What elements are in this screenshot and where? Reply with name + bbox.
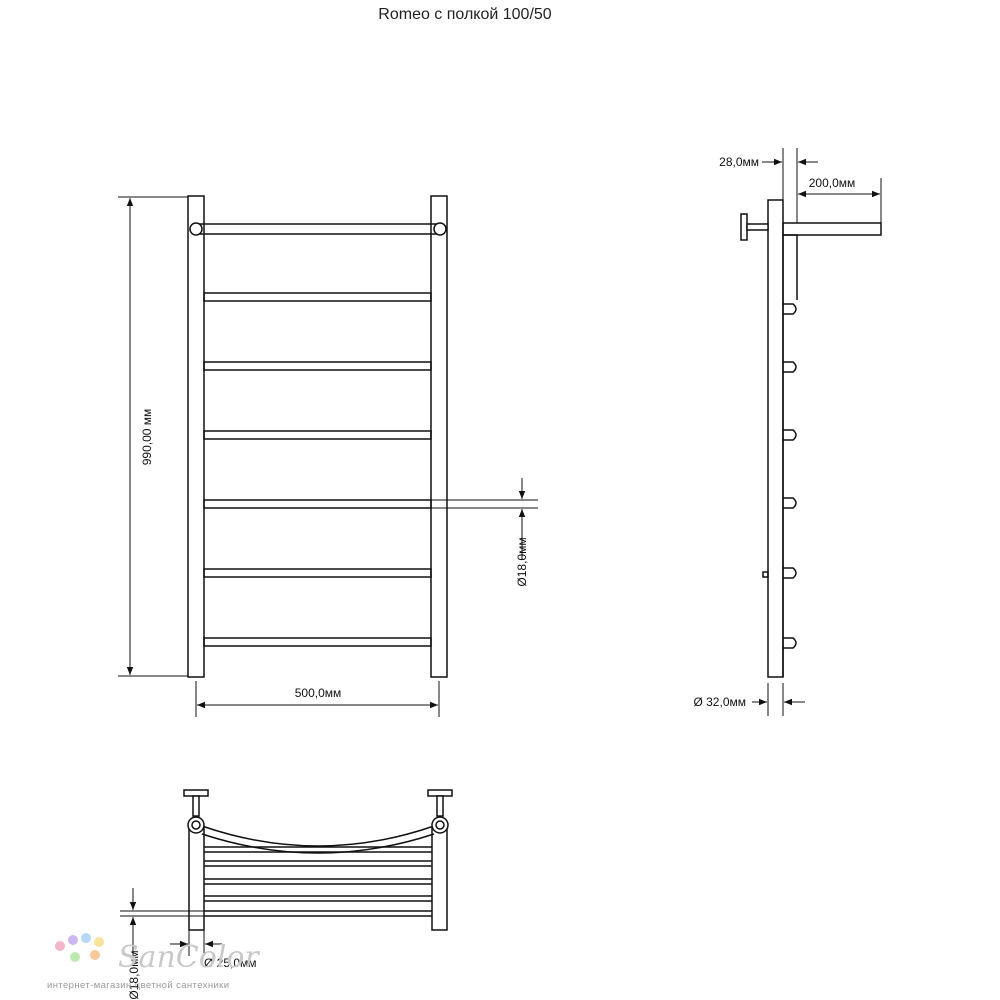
top-left-mount-plate: [183, 789, 209, 797]
logo-dot: [70, 952, 80, 962]
rung-5: [203, 568, 432, 578]
pipe-diameter-label: Ø 32,0мм: [693, 695, 746, 709]
logo-dot: [81, 933, 91, 943]
watermark-brand: SanColor: [118, 940, 260, 975]
top-right-mount-plate: [427, 789, 453, 797]
rung-2: [203, 361, 432, 371]
height-label: 990,00 мм: [140, 409, 154, 466]
top-left-mount-joint: [187, 816, 205, 834]
shelf-mount-right: [433, 222, 447, 236]
top-mount-diameter-label: Ø 25,0мм: [204, 956, 257, 970]
top-shelf-curve: [201, 825, 435, 847]
side-rung-5: [783, 567, 797, 579]
wall-offset-label: 28,0мм: [719, 155, 759, 169]
watermark-tagline: интернет-магазин цветной сантехники: [47, 980, 229, 991]
page-title: Romeo с полкой 100/50: [378, 6, 552, 23]
side-upright: [767, 199, 784, 678]
shelf-depth-dimension: [798, 178, 882, 223]
shelf-mount-left: [189, 222, 203, 236]
wall-bracket-stem: [746, 223, 769, 231]
top-rung-diameter-dimension: [120, 888, 216, 960]
shelf-depth-label: 200,0мм: [809, 176, 856, 190]
left-upright: [187, 195, 205, 678]
side-shelf: [782, 222, 882, 236]
top-left-upright: [188, 827, 205, 931]
top-right-upright: [431, 827, 448, 931]
rung-4: [203, 499, 432, 509]
logo-dot: [94, 937, 104, 947]
rung-3: [203, 430, 432, 440]
side-rung-4: [783, 497, 797, 509]
front-view: [187, 195, 448, 678]
top-rung-diameter-label: Ø18,0мм: [127, 950, 141, 999]
side-rung-6: [783, 637, 797, 649]
wall-offset-dimension: [762, 148, 818, 223]
top-mount-diameter-dimension: [170, 930, 222, 956]
side-rung-1: [783, 303, 797, 315]
rung-1: [203, 292, 432, 302]
logo-dot: [68, 935, 78, 945]
rung-6: [203, 637, 432, 647]
wall-bracket-plate: [740, 213, 748, 241]
top-view: [183, 789, 453, 931]
watermark-logo: SanColor интернет-магазин цветной сантех…: [47, 933, 260, 991]
pipe-diameter-dimension: [752, 683, 805, 716]
width-dimension: [195, 681, 440, 717]
height-dimension: [118, 196, 188, 677]
right-upright: [430, 195, 448, 678]
rung-diameter-dimension: [431, 478, 538, 560]
logo-dot: [55, 941, 65, 951]
width-label: 500,0мм: [295, 686, 342, 700]
logo-dot: [90, 950, 100, 960]
top-right-mount-joint: [431, 816, 449, 834]
side-view: [740, 199, 882, 678]
shelf-bar: [195, 223, 441, 235]
side-bottom-stub: [762, 571, 769, 578]
side-rung-3: [783, 429, 797, 441]
rung-diameter-label: Ø18,0мм: [515, 537, 529, 586]
side-rung-2: [783, 361, 797, 373]
